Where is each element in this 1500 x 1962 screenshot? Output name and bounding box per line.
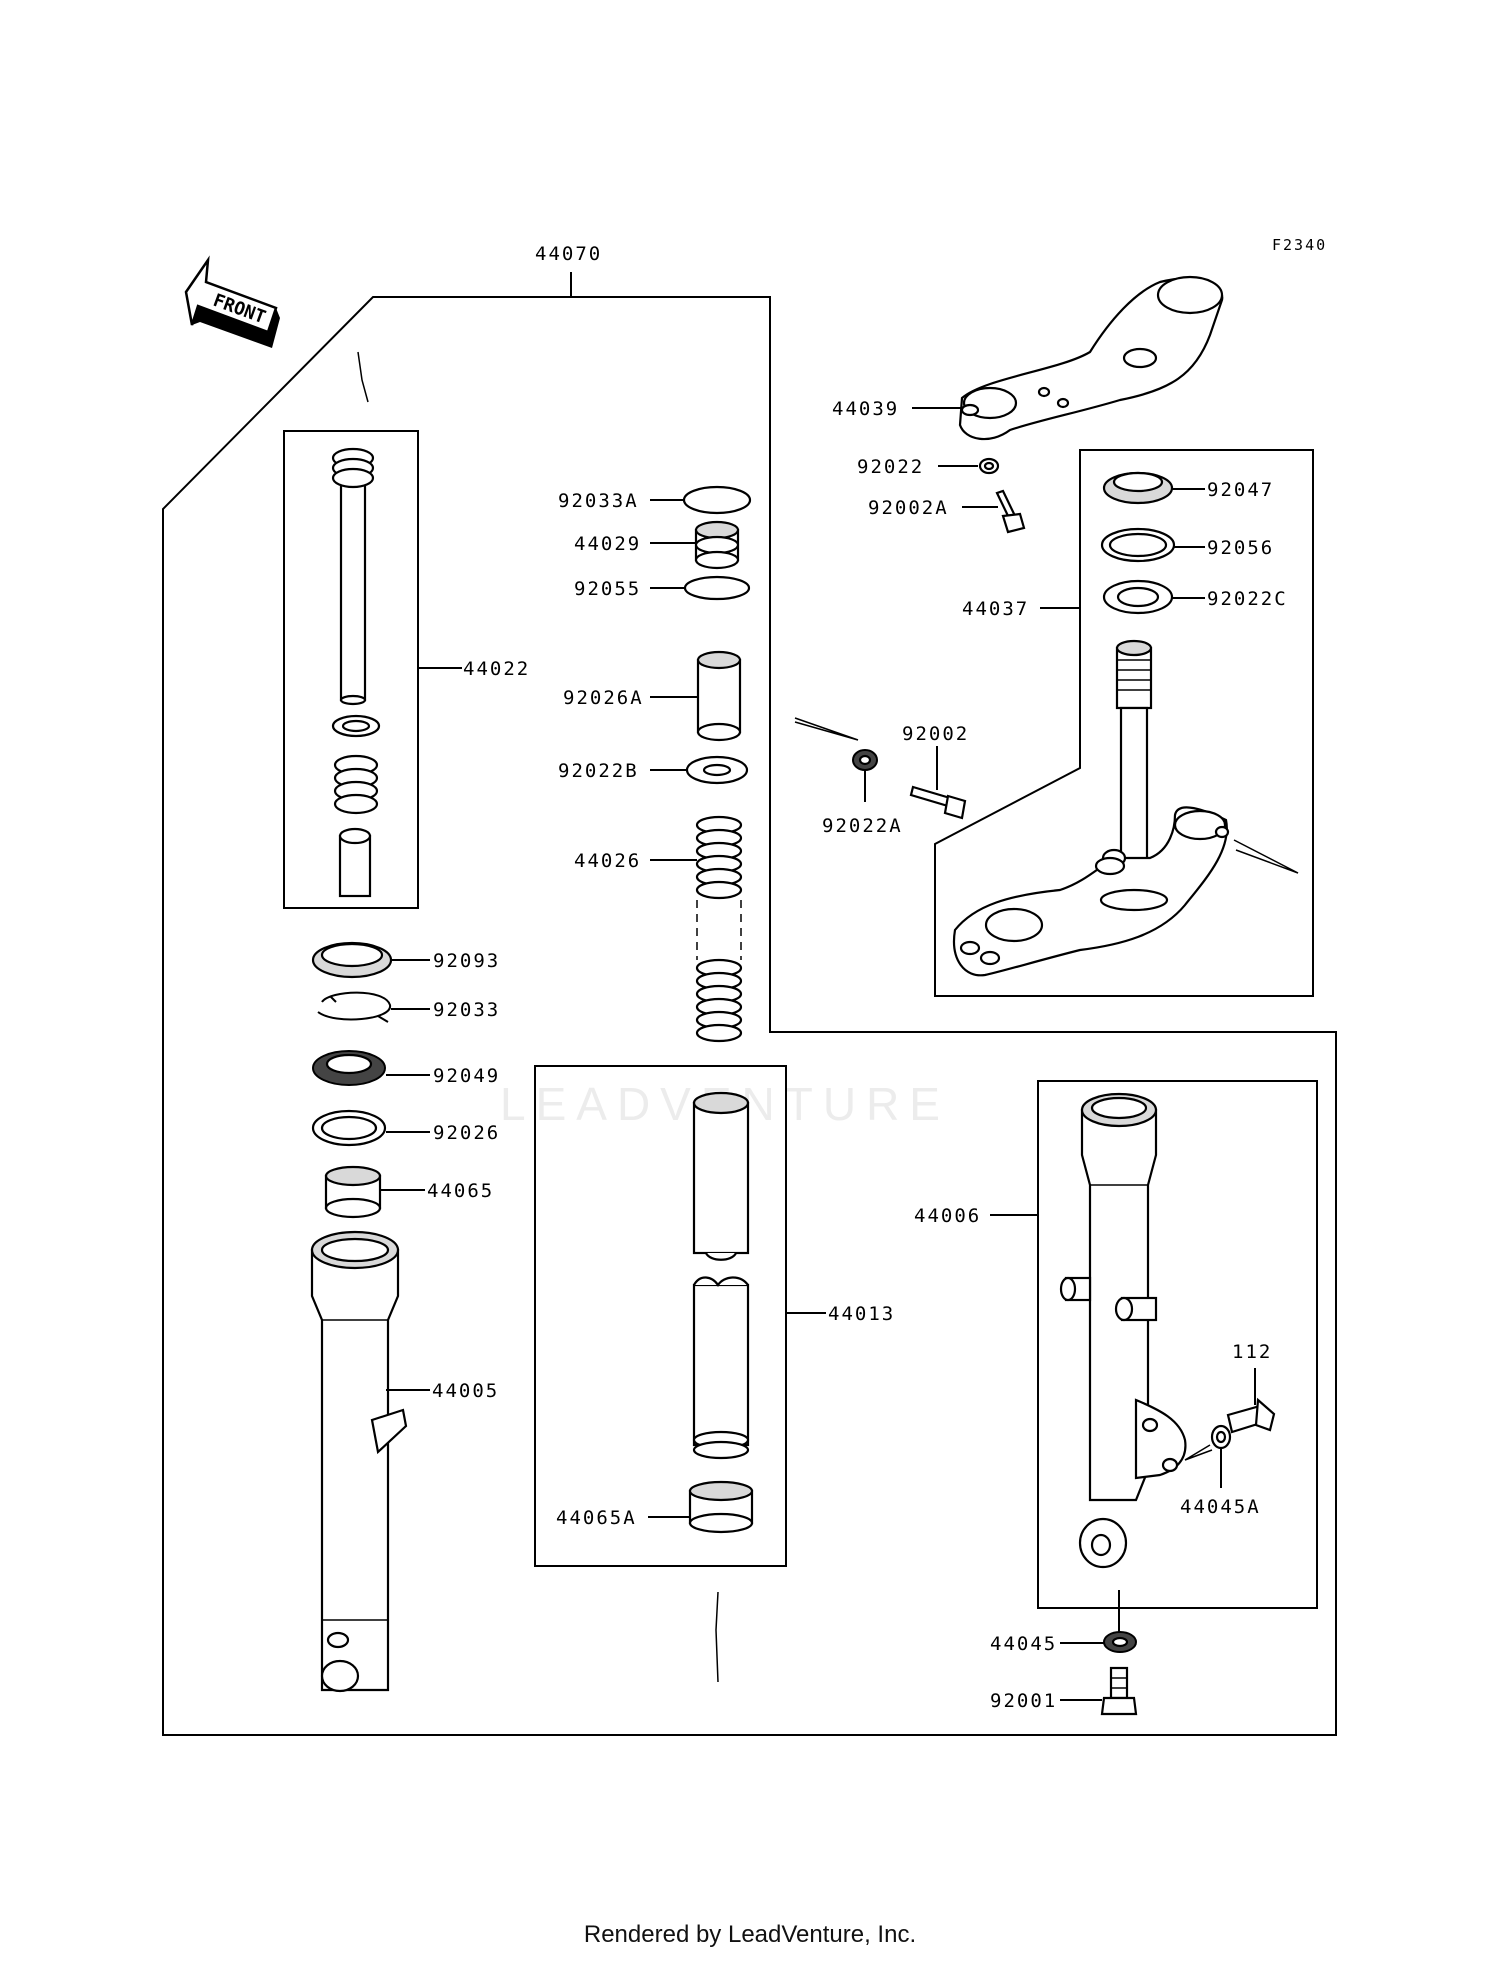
label-92033[interactable]: 92033 xyxy=(433,999,500,1021)
assembly-outline-44070 xyxy=(162,296,1337,1736)
front-arrow-icon: FRONT xyxy=(184,255,280,348)
label-92026[interactable]: 92026 xyxy=(433,1122,500,1144)
label-112[interactable]: 112 xyxy=(1232,1341,1272,1363)
label-92033A[interactable]: 92033A xyxy=(558,490,639,512)
label-44065[interactable]: 44065 xyxy=(427,1180,494,1202)
part-44022-inner-rod xyxy=(331,447,381,898)
part-92022C-washer xyxy=(1102,579,1174,615)
part-92022-washer xyxy=(978,457,1000,475)
label-44037[interactable]: 44037 xyxy=(962,598,1029,620)
label-92049[interactable]: 92049 xyxy=(433,1065,500,1087)
label-92022[interactable]: 92022 xyxy=(857,456,924,478)
box-44013 xyxy=(534,1065,787,1567)
part-92002-bolt xyxy=(909,785,967,820)
label-44045[interactable]: 44045 xyxy=(990,1633,1057,1655)
part-92022B-washer xyxy=(685,755,749,785)
label-92001[interactable]: 92001 xyxy=(990,1690,1057,1712)
label-44022[interactable]: 44022 xyxy=(463,658,530,680)
label-92055[interactable]: 92055 xyxy=(574,578,641,600)
part-92056-washer xyxy=(1100,527,1176,563)
label-92026A[interactable]: 92026A xyxy=(563,687,644,709)
part-92002A-bolt xyxy=(995,489,1026,534)
label-92047[interactable]: 92047 xyxy=(1207,479,1274,501)
part-44045-washer xyxy=(1103,1631,1137,1653)
label-44039[interactable]: 44039 xyxy=(832,398,899,420)
part-92001-bolt xyxy=(1100,1666,1138,1716)
label-44013[interactable]: 44013 xyxy=(828,1303,895,1325)
part-44006-outer-tube xyxy=(1059,1092,1187,1569)
label-44029[interactable]: 44029 xyxy=(574,533,641,555)
label-44045A[interactable]: 44045A xyxy=(1180,1496,1261,1518)
part-112-bolt xyxy=(1226,1397,1276,1434)
label-44026[interactable]: 44026 xyxy=(574,850,641,872)
label-44005[interactable]: 44005 xyxy=(432,1380,499,1402)
label-92056[interactable]: 92056 xyxy=(1207,537,1274,559)
label-92002A[interactable]: 92002A xyxy=(868,497,949,519)
label-44065A[interactable]: 44065A xyxy=(556,1507,637,1529)
part-44065A-bushing xyxy=(688,1480,754,1534)
part-44039-upper-bracket xyxy=(958,275,1224,441)
part-92033-clip xyxy=(317,991,391,1023)
label-44006[interactable]: 44006 xyxy=(914,1205,981,1227)
part-44045A-washer xyxy=(1210,1424,1232,1450)
part-92033A-circlip xyxy=(682,485,752,515)
part-44013-inner-tube xyxy=(692,1091,750,1460)
part-92026A-collar xyxy=(696,650,742,742)
part-92093-dust-seal xyxy=(311,941,393,979)
part-44037-steering-stem xyxy=(952,639,1230,977)
box-44022 xyxy=(283,430,419,909)
footer-credit: Rendered by LeadVenture, Inc. xyxy=(583,1921,917,1948)
part-44029-spring-seat xyxy=(694,520,740,570)
part-92022A-washer xyxy=(852,749,878,771)
part-44026-fork-spring xyxy=(695,815,743,1043)
label-92022C[interactable]: 92022C xyxy=(1207,588,1288,610)
label-92022B[interactable]: 92022B xyxy=(558,760,639,782)
part-92049-oil-seal xyxy=(312,1050,386,1086)
label-44070[interactable]: 44070 xyxy=(535,243,602,265)
part-92026-washer xyxy=(311,1109,387,1147)
label-92022A[interactable]: 92022A xyxy=(822,815,903,837)
part-44005-outer-tube xyxy=(310,1230,408,1693)
diagram-code: F2340 xyxy=(1272,236,1327,254)
box-44006 xyxy=(1037,1080,1318,1609)
part-92047-nut xyxy=(1102,471,1174,505)
part-44065-bushing xyxy=(324,1165,382,1219)
label-92093[interactable]: 92093 xyxy=(433,950,500,972)
part-92055-o-ring xyxy=(683,575,751,601)
box-44037 xyxy=(934,449,1314,997)
label-92002[interactable]: 92002 xyxy=(902,723,969,745)
